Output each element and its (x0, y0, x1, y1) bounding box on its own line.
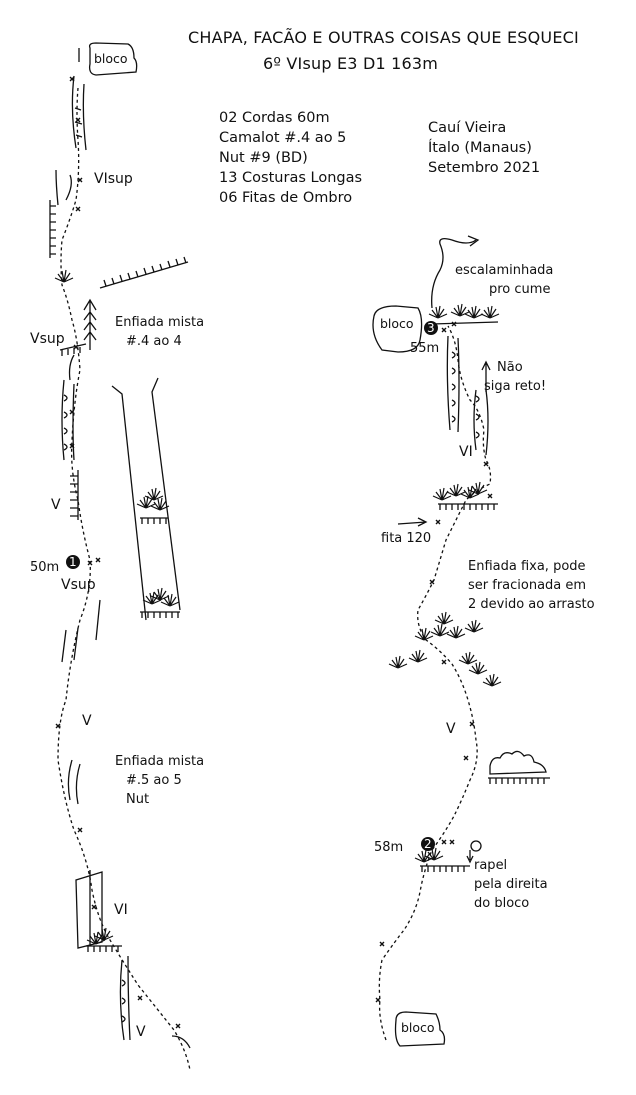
enfiada-mista-2: Enfiada mista #.5 ao 5 Nut (115, 752, 204, 809)
gear-item: 02 Cordas 60m (219, 110, 330, 126)
rapel-line3: do bloco (474, 896, 530, 911)
bloco-top-left-shape (88, 42, 138, 76)
rapel-note: rapel pela direita do bloco (474, 856, 548, 913)
right-topo (372, 235, 550, 1047)
bloco-right-top-shape (372, 305, 423, 353)
grade-vsup-left: Vsup (30, 331, 65, 347)
enfiada-fixa-line3: 2 devido ao arrasto (468, 597, 595, 612)
route-line-left (57, 87, 191, 1071)
bloco-label-top-left: bloco (94, 51, 128, 66)
enfiada-fixa-line2: ser fracionada em (468, 578, 587, 593)
rapel-line2: pela direita (474, 877, 548, 892)
tree-left (83, 298, 97, 350)
grade-vi-right: VI (459, 444, 473, 460)
station-1-length: 50m (30, 560, 60, 575)
route-line-right (378, 325, 492, 1041)
grade-v-right: V (446, 721, 456, 737)
station-3-number: 3 (427, 321, 435, 335)
credits: Cauí Vieira Ítalo (Manaus) Setembro 2021 (428, 118, 540, 178)
enfiada-mista-2-line2: #.5 ao 5 (126, 773, 182, 788)
station-2-marker (421, 837, 435, 851)
cume-arrow (431, 238, 477, 309)
nao-siga-note: Não siga reto! (484, 358, 546, 396)
grade-v-left-2: V (82, 713, 92, 729)
fita-arrow (397, 517, 428, 527)
station-2-length: 58m (374, 840, 404, 855)
station-2-number: 2 (424, 837, 432, 851)
station-3-length: 55m (410, 341, 440, 356)
grade-v-left-3: V (136, 1024, 146, 1040)
bloco-bottom-right-shape (394, 1011, 446, 1047)
station-1-number: 1 (69, 555, 77, 569)
gear-item: Camalot #.4 ao 5 (219, 130, 347, 146)
nao-siga-arrow (481, 360, 491, 392)
credit-author: Cauí Vieira (428, 120, 507, 136)
station-1-grade: Vsup (61, 577, 96, 593)
grade-visup-left: VIsup (94, 171, 133, 187)
nao-siga-line1: Não (497, 360, 523, 375)
gear-item: 13 Costuras Longas (219, 170, 363, 186)
fita-note: fita 120 (381, 531, 432, 546)
diagonal-ledge (99, 261, 189, 289)
rapel-ring (470, 840, 482, 852)
bloco-label-right-bottom: bloco (401, 1020, 435, 1035)
enfiada-fixa-line1: Enfiada fixa, pode (468, 559, 586, 574)
credit-partner: Ítalo (Manaus) (428, 140, 532, 156)
enfiada-mista-2-line3: Nut (126, 792, 150, 807)
enfiada-mista-2-line1: Enfiada mista (115, 754, 205, 769)
cume-note-line2: pro cume (489, 282, 551, 297)
gear-item: Nut #9 (BD) (219, 150, 308, 166)
rapel-line1: rapel (474, 858, 508, 873)
left-topo (49, 42, 191, 1071)
gear-item: 06 Fitas de Ombro (219, 190, 353, 206)
cume-note-line1: escalaminhada (455, 263, 554, 278)
grade-v-left-1: V (51, 497, 61, 513)
enfiada-mista-1-line1: Enfiada mista (115, 315, 205, 330)
bloco-label-right-top: bloco (380, 316, 414, 331)
cume-note: escalaminhada pro cume (455, 261, 553, 299)
enfiada-fixa-note: Enfiada fixa, pode ser fracionada em 2 d… (468, 557, 595, 614)
enfiada-mista-1-line2: #.4 ao 4 (126, 334, 182, 349)
left-vegetation (54, 269, 180, 945)
station-1-marker (66, 555, 80, 569)
enfiada-mista-1: Enfiada mista #.4 ao 4 (115, 313, 204, 351)
credit-date: Setembro 2021 (428, 160, 541, 176)
topo-title: CHAPA, FACÃO E OUTRAS COISAS QUE ESQUECI (188, 28, 579, 47)
grade-vi-left: VI (114, 902, 128, 918)
gear-list: 02 Cordas 60m Camalot #.4 ao 5 Nut #9 (B… (219, 108, 362, 208)
topo-subtitle: 6º VIsup E3 D1 163m (263, 54, 439, 73)
station-3-marker (424, 321, 438, 335)
nao-siga-line2: siga reto! (484, 379, 547, 394)
